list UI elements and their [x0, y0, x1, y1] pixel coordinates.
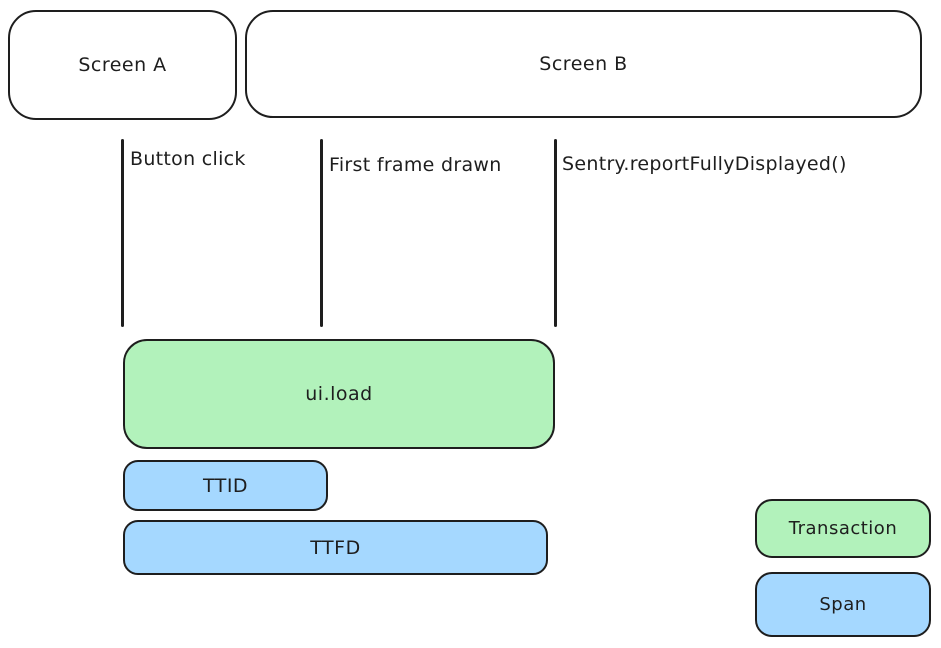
- event-label-report-fully-displayed: Sentry.reportFullyDisplayed(): [562, 153, 847, 175]
- screen-b-box: Screen B: [245, 10, 922, 118]
- event-line-report-fully-displayed: [554, 139, 557, 327]
- legend-item-span: Span: [755, 572, 931, 637]
- event-label-first-frame-drawn: First frame drawn: [329, 154, 502, 176]
- transaction-bar-ui-load: ui.load: [123, 339, 555, 449]
- screen-b-label: Screen B: [539, 53, 628, 75]
- legend-span-label: Span: [819, 594, 867, 615]
- event-line-first-frame-drawn: [320, 139, 323, 327]
- span-bar-ttfd: TTFD: [123, 520, 548, 575]
- legend-item-transaction: Transaction: [755, 499, 931, 558]
- screen-a-label: Screen A: [78, 54, 167, 76]
- span-bar-ttid-label: TTID: [202, 474, 249, 497]
- legend-transaction-label: Transaction: [788, 518, 898, 539]
- span-bar-ttfd-label: TTFD: [310, 536, 361, 559]
- span-bar-ttid: TTID: [123, 460, 328, 511]
- screen-a-box: Screen A: [8, 10, 237, 120]
- transaction-bar-ui-load-label: ui.load: [305, 383, 373, 405]
- event-line-button-click: [121, 139, 124, 327]
- event-label-button-click: Button click: [130, 148, 246, 170]
